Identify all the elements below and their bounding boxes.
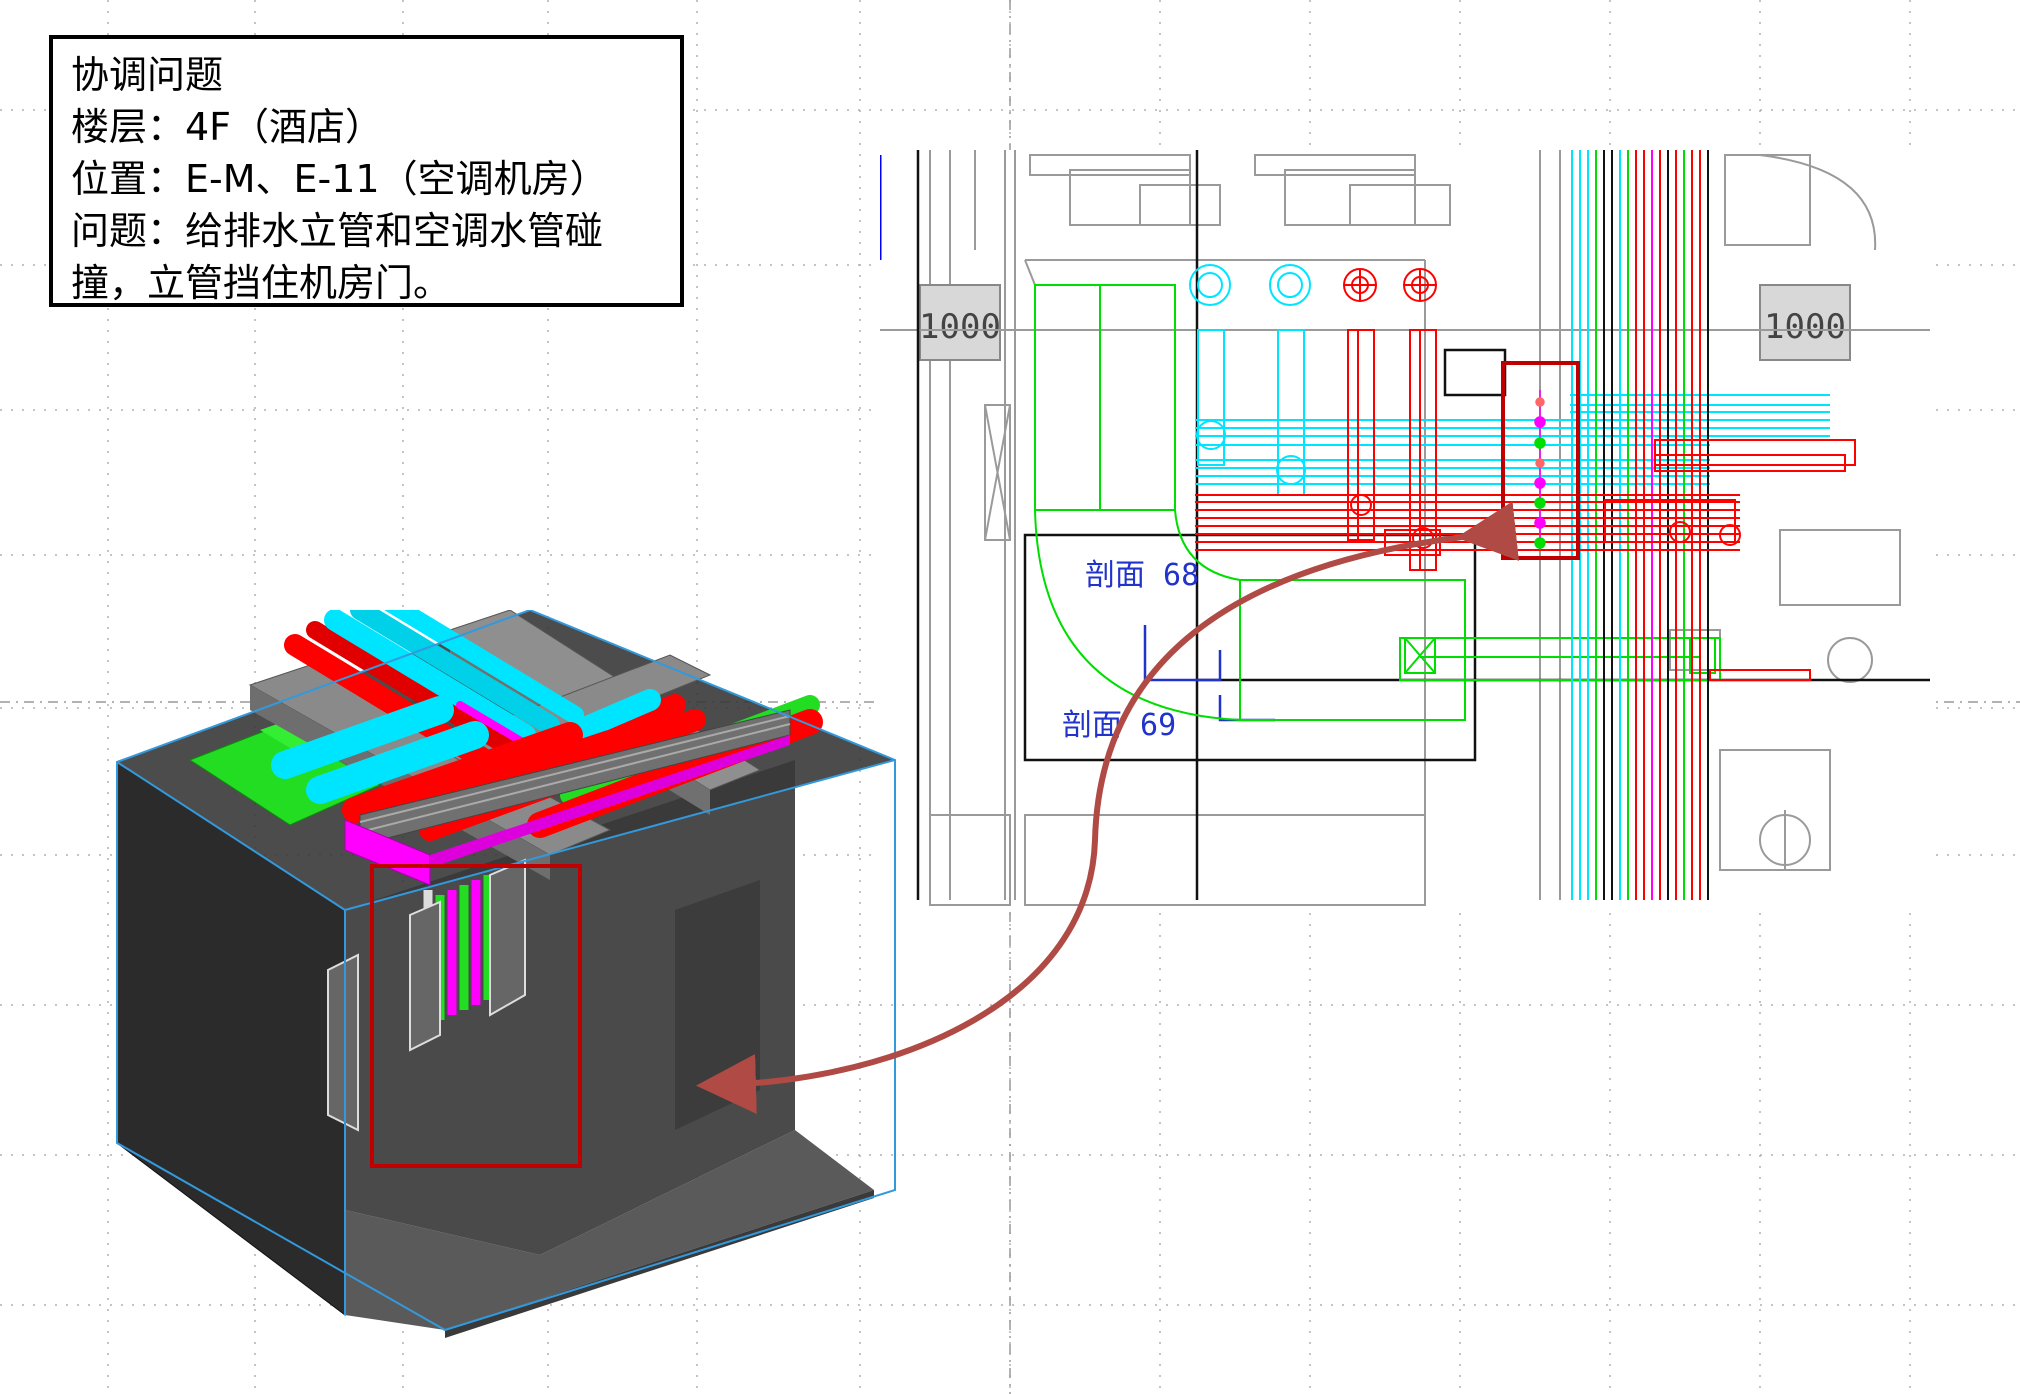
clash-highlight-plan	[1501, 361, 1580, 560]
cad-plan-view: 1000 1000 剖面 68 剖面 69	[880, 150, 1930, 910]
issue-floor: 楼层：4F（酒店）	[71, 105, 384, 149]
bim-3d-model-view	[116, 610, 896, 1338]
coordination-issue-box: 协调问题 楼层：4F（酒店） 位置：E-M、E-11（空调机房） 问题：给排水立…	[49, 35, 684, 307]
section-label-69: 剖面 69	[1062, 708, 1176, 743]
dimension-box-left	[919, 284, 1001, 361]
issue-heading: 协调问题	[71, 53, 224, 97]
clash-highlight-model	[370, 864, 582, 1168]
dimension-label-left: 1000	[919, 307, 1001, 347]
issue-description: 问题：给排水立管和空调水管碰撞，立管挡住机房门。	[71, 209, 604, 305]
issue-location: 位置：E-M、E-11（空调机房）	[71, 157, 608, 201]
section-label-68: 剖面 68	[1085, 558, 1199, 593]
dimension-label-right: 1000	[1764, 307, 1846, 347]
dimension-box-right	[1759, 284, 1851, 361]
